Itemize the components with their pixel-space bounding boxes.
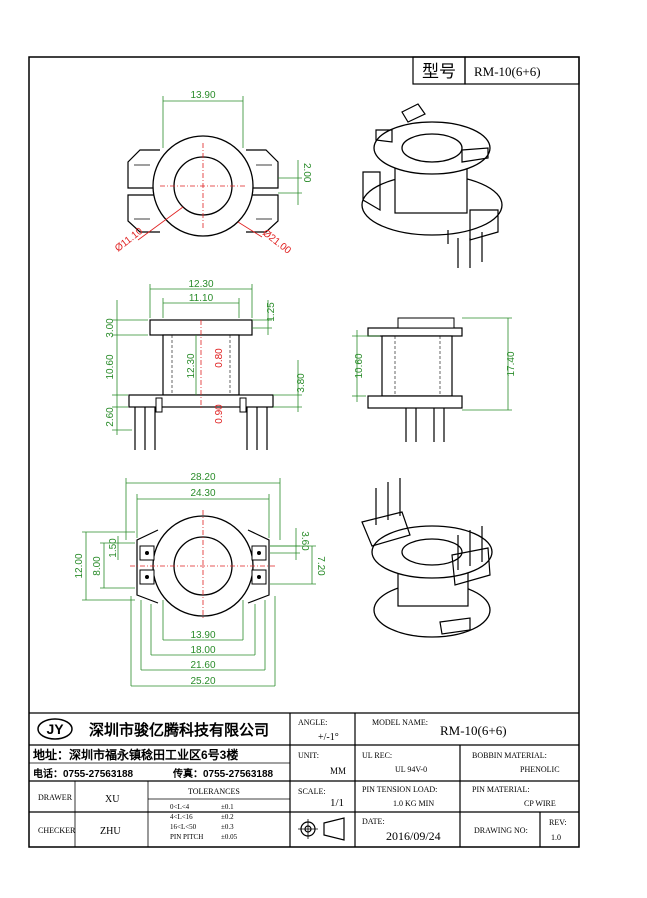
- projection-symbol-icon: [298, 817, 345, 841]
- bottom-width-4-dim: 18.00: [190, 645, 215, 656]
- unit-label: UNIT:: [298, 751, 319, 760]
- front-right-top-dim: 1.25: [266, 302, 277, 322]
- bottom-width-2-dim: 24.30: [190, 488, 215, 499]
- date-value: 2016/09/24: [386, 829, 441, 843]
- top-slot-dim: 2.00: [301, 163, 312, 183]
- pin-material-label: PIN MATERIAL:: [472, 785, 530, 794]
- company-address: 地址：深圳市福永镇稔田工业区6号3楼: [33, 747, 238, 762]
- ul-rec-value: UL 94V-0: [395, 765, 427, 774]
- model-name-value: RM-10(6+6): [440, 723, 507, 738]
- tol-range-1: 0<L<4: [170, 803, 190, 811]
- company-phone: 电话：0755-27563188: [33, 767, 134, 780]
- tol-value-1: ±0.1: [221, 803, 234, 811]
- front-pin-height-dim: 3.80: [296, 373, 307, 393]
- scale-value: 1/1: [330, 797, 344, 809]
- model-header-value: RM-10(6+6): [474, 64, 541, 79]
- bottom-width-6-dim: 25.20: [190, 676, 215, 687]
- bottom-width-1-dim: 28.20: [190, 472, 215, 483]
- bottom-width-5-dim: 21.60: [190, 660, 215, 671]
- model-name-label: MODEL NAME:: [372, 718, 428, 727]
- front-top-height-dim: 3.00: [105, 318, 116, 338]
- top-view: 13.90 2.00 Ø11.10 Ø21.00: [113, 90, 312, 257]
- side-total-height-dim: 17.40: [506, 351, 517, 376]
- tol-value-3: ±0.3: [221, 823, 234, 831]
- bottom-width-3-dim: 13.90: [190, 630, 215, 641]
- bottom-mid-height-dim: 8.00: [92, 556, 103, 576]
- bottom-view: 28.20 24.30 12.00 8.00 1.50 3.60 7.20 13…: [74, 472, 326, 687]
- angle-value: +/-1°: [318, 732, 339, 743]
- tol-range-2: 4<L<16: [170, 813, 193, 821]
- checker-label: CHECKER: [38, 826, 76, 835]
- unit-value: MM: [330, 766, 346, 776]
- rev-value: 1.0: [551, 833, 561, 842]
- pin-tension-value: 1.0 KG MIN: [393, 799, 434, 808]
- bobbin-material-label: BOBBIN MATERIAL:: [472, 751, 547, 760]
- tol-value-2: ±0.2: [221, 813, 234, 821]
- pin-material-value: CP WIRE: [524, 799, 556, 808]
- pin-tension-label: PIN TENSION LOAD:: [362, 785, 437, 794]
- top-width-dim: 13.90: [190, 90, 215, 101]
- rev-label: REV:: [549, 818, 567, 827]
- bobbin-material-value: PHENOLIC: [520, 765, 560, 774]
- company-name: 深圳市骏亿腾科技有限公司: [89, 721, 269, 739]
- company-logo: [37, 718, 73, 740]
- company-fax: 传真：0755-27563188: [172, 767, 274, 780]
- iso-view-top: [361, 103, 503, 268]
- inner-diameter-dim: Ø11.10: [113, 226, 145, 255]
- date-label: DATE:: [362, 817, 385, 826]
- front-inner-width-dim: 11.10: [189, 293, 214, 304]
- bottom-pitch-left-dim: 1.50: [108, 538, 119, 558]
- tol-value-4: ±0.05: [221, 833, 238, 841]
- bottom-total-height-dim: 12.00: [74, 553, 85, 578]
- drawer-value: XU: [105, 794, 120, 805]
- front-view: 12.30 11.10 3.00 10.60 2.60 12.30 0.80 0…: [105, 279, 307, 450]
- front-top-width-dim: 12.30: [188, 279, 213, 290]
- tol-range-4: PIN PITCH: [170, 833, 203, 841]
- angle-label: ANGLE:: [298, 718, 327, 727]
- iso-view-bottom: [361, 478, 493, 638]
- model-header-label: 型号: [422, 62, 456, 81]
- bottom-right-height-dim: 7.20: [315, 556, 326, 576]
- outer-diameter-dim: Ø21.00: [260, 228, 293, 257]
- company-logo-text: JY: [46, 721, 64, 737]
- front-base-dim: 0.90: [214, 404, 225, 424]
- front-bottom-height-dim: 2.60: [105, 407, 116, 427]
- tolerances-label: TOLERANCES: [188, 787, 240, 796]
- ul-rec-label: UL REC:: [362, 751, 392, 760]
- side-height-dim: 10.60: [354, 353, 365, 378]
- front-wall-dim: 0.80: [214, 348, 225, 368]
- side-view: 10.60 17.40: [352, 317, 517, 442]
- front-body-height-dim: 10.60: [105, 354, 116, 379]
- bottom-pitch-right-dim: 3.60: [299, 531, 310, 551]
- drawer-label: DRAWER: [38, 793, 73, 802]
- title-block: JY 深圳市骏亿腾科技有限公司 地址：深圳市福永镇稔田工业区6号3楼 电话：07…: [29, 712, 579, 847]
- sheet-border: [28, 56, 580, 848]
- tol-range-3: 16<L<50: [170, 823, 197, 831]
- model-header: 型号 RM-10(6+6): [412, 56, 580, 85]
- front-core-dim: 12.30: [186, 353, 197, 378]
- drawing-no-label: DRAWING NO:: [474, 826, 528, 835]
- checker-value: ZHU: [100, 826, 121, 837]
- scale-label: SCALE:: [298, 787, 326, 796]
